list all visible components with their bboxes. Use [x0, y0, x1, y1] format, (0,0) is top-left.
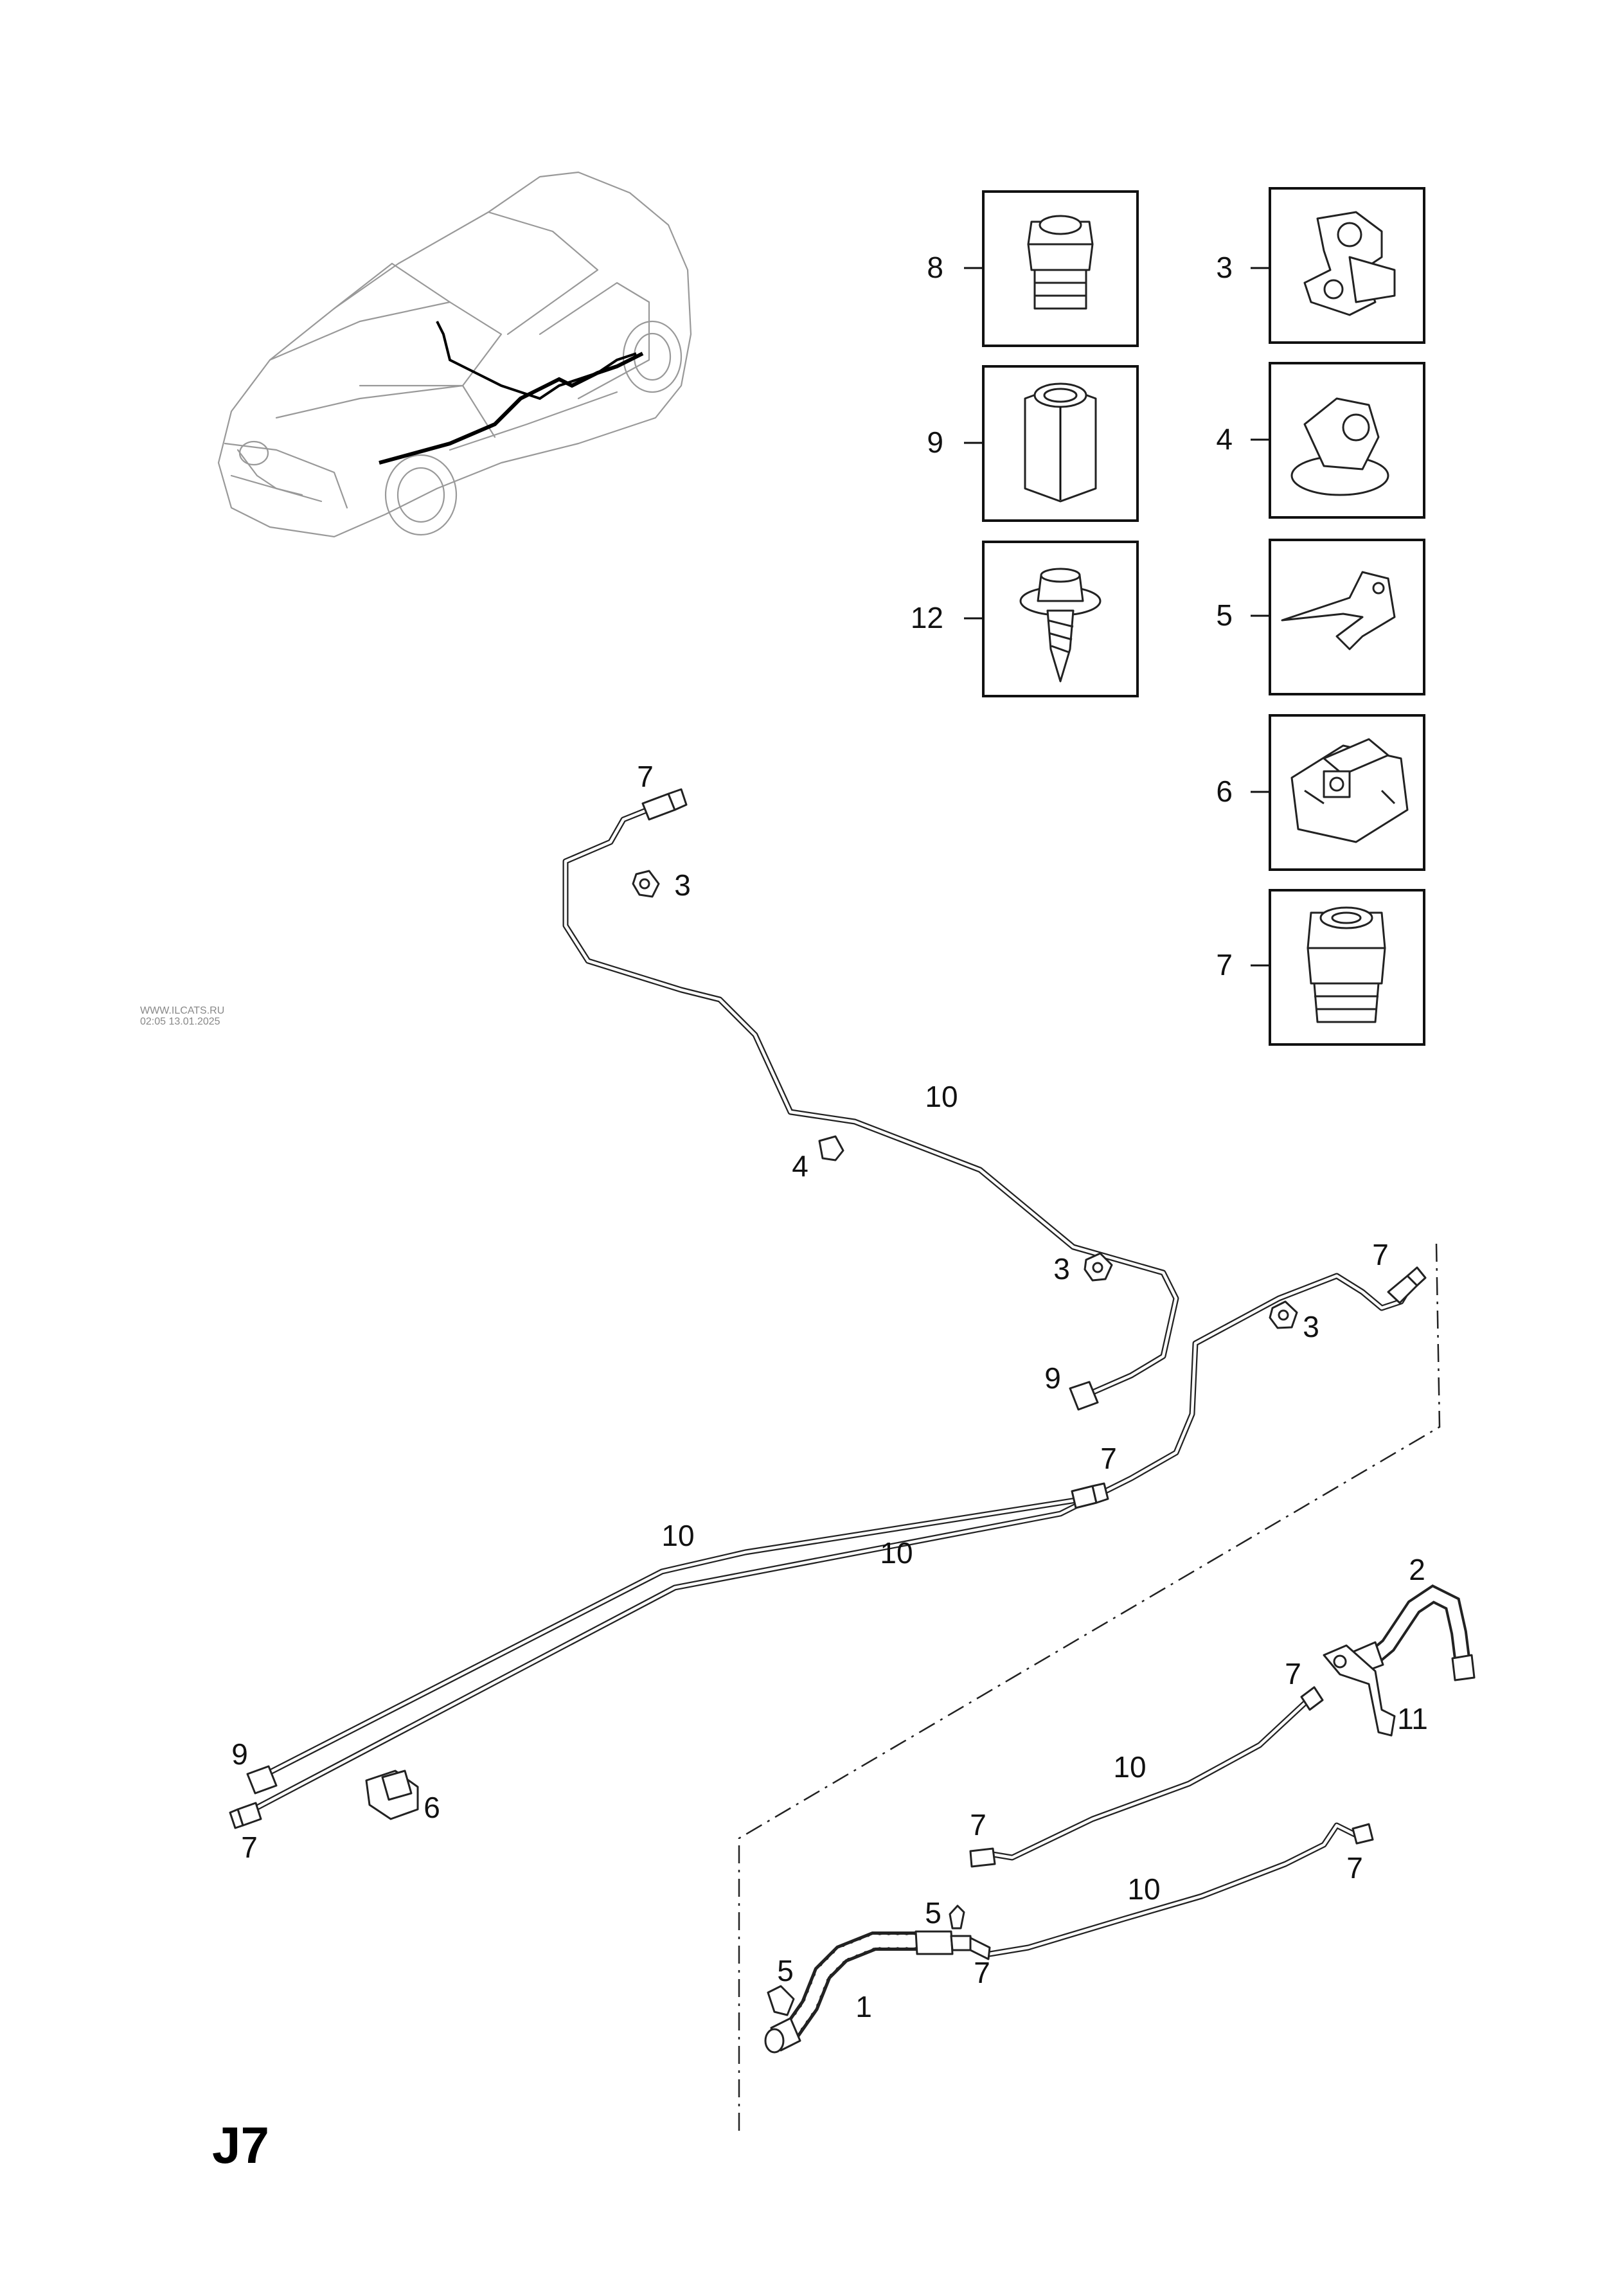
pipe-fitting-7-top: [641, 788, 688, 821]
legend-item-7: 7: [1216, 889, 1425, 1046]
legend-number-12: 12: [911, 601, 943, 634]
legend-item-5: 5: [1216, 539, 1425, 695]
callout-4: 4: [792, 1149, 808, 1183]
callout-2: 2: [1409, 1553, 1425, 1586]
legend-number-3: 3: [1216, 251, 1233, 284]
pipe-fitting-7-right: [1387, 1266, 1427, 1304]
legend-item-8: 8: [927, 190, 1139, 347]
pipe-fitting-7-left: [229, 1802, 262, 1829]
pipe-fitting-7-mid: [1071, 1482, 1109, 1509]
callout-7-mid: 7: [1100, 1442, 1117, 1475]
callout-labels: 7 3 10 4 3 9 7 3 7 10 10 9 7 6 2 7 11 10…: [231, 760, 1428, 2023]
screw-icon: [1019, 568, 1102, 683]
threaded-fitting-icon: [1307, 906, 1386, 1023]
callout-10-upper: 10: [925, 1080, 958, 1113]
hex-nut-9-left: [246, 1765, 278, 1795]
legend-number-7: 7: [1216, 948, 1233, 981]
pipe-holder-icon: [1290, 738, 1409, 843]
legend-item-12: 12: [911, 541, 1139, 697]
callout-9-left: 9: [231, 1737, 248, 1771]
legend-number-9: 9: [927, 426, 943, 459]
page-code: J7: [212, 2117, 269, 2174]
assembly-boundary: [738, 1243, 1441, 2134]
callout-7-left: 7: [241, 1831, 258, 1864]
legend-item-3: 3: [1216, 187, 1425, 344]
callout-7-top: 7: [637, 760, 654, 793]
long-brake-pipe-b: [244, 1273, 1414, 1816]
callout-10-long-a: 10: [661, 1519, 694, 1552]
pipe-clip-3-top: [632, 870, 660, 898]
hex-nut-9-upper: [1069, 1381, 1099, 1411]
callout-7-short-left: 7: [970, 1808, 986, 1841]
callout-5-lower: 5: [777, 1954, 794, 1987]
callout-11: 11: [1397, 1702, 1428, 1735]
callout-9-upper: 9: [1044, 1361, 1061, 1395]
upper-brake-pipe: [562, 803, 1179, 1401]
legend-number-5: 5: [1216, 598, 1233, 632]
double-pipe-clip-icon: [1303, 211, 1396, 316]
pipe-clip-3-right: [1269, 1300, 1298, 1329]
pipe-clip-icon: [1290, 397, 1389, 496]
callout-3-right: 3: [1303, 1310, 1319, 1343]
callout-10-long-b: 10: [880, 1536, 913, 1570]
callout-3-top: 3: [674, 868, 691, 902]
hex-union-nut-icon: [1024, 382, 1097, 503]
legend-item-4: 4: [1216, 362, 1425, 519]
watermark-site: WWW.ILCATS.RU: [140, 1005, 224, 1016]
retaining-clip-icon: [1281, 571, 1396, 650]
mounting-bracket-11: [1323, 1644, 1396, 1737]
callout-6: 6: [424, 1791, 440, 1824]
lower-brake-pipe: [986, 1822, 1374, 1957]
pipe-holder-6: [365, 1770, 419, 1820]
pipe-clip-4: [818, 1135, 844, 1161]
short-brake-pipe: [969, 1686, 1324, 1868]
long-brake-pipe-a: [251, 1494, 1096, 1784]
callout-7-lower-right: 7: [1346, 1851, 1363, 1885]
legend-number-4: 4: [1216, 422, 1233, 456]
watermark: WWW.ILCATS.RU 02:05 13.01.2025: [140, 1005, 224, 1027]
callout-1: 1: [855, 1990, 872, 2023]
flexible-hose-1: [764, 1930, 991, 2054]
retaining-clip-5-upper: [949, 1904, 965, 1930]
callout-7-short-top: 7: [1285, 1657, 1301, 1690]
callout-7-lower-mid: 7: [974, 1956, 990, 1989]
pipe-clip-3-middle: [1084, 1252, 1113, 1282]
fitting-nut-icon: [1027, 215, 1094, 310]
watermark-timestamp: 02:05 13.01.2025: [140, 1016, 220, 1027]
callout-3-middle: 3: [1053, 1252, 1070, 1286]
callout-10-lower: 10: [1127, 1872, 1160, 1906]
retaining-clip-5-lower: [767, 1985, 795, 2016]
legend-number-8: 8: [927, 251, 943, 284]
callout-5-upper: 5: [925, 1896, 941, 1930]
callout-10-short: 10: [1113, 1750, 1146, 1784]
car-overview-illustration: [217, 171, 692, 538]
legend-number-6: 6: [1216, 775, 1233, 808]
legend-item-6: 6: [1216, 714, 1425, 871]
legend-item-9: 9: [927, 365, 1139, 522]
callout-7-right: 7: [1372, 1238, 1389, 1271]
